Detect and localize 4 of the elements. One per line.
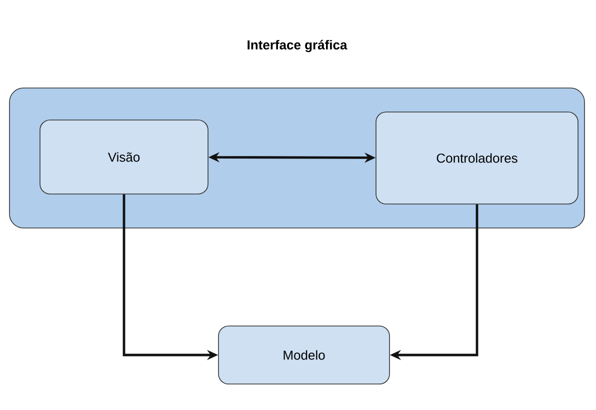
- component-box: Visão: [40, 120, 208, 194]
- title: Interface gráfica: [248, 40, 348, 52]
- component-box: Controladores: [376, 112, 578, 204]
- component-box: Modelo: [218, 326, 390, 384]
